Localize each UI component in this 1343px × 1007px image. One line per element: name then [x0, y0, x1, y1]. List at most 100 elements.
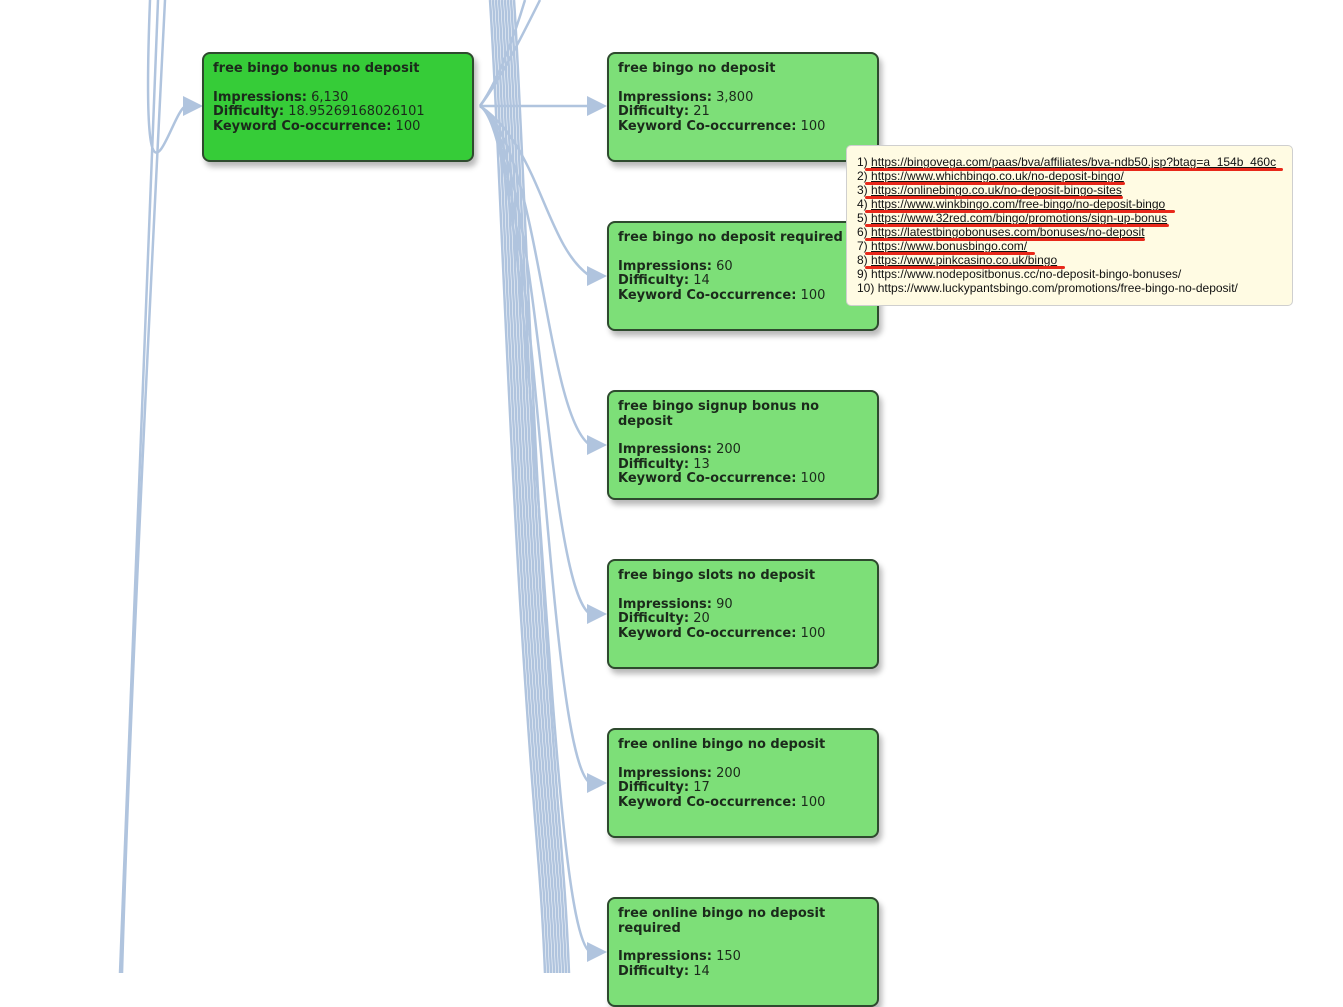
impressions-value: 200: [716, 442, 741, 457]
cooccurrence-value: 100: [800, 118, 826, 134]
difficulty-label: Difficulty:: [618, 273, 690, 288]
bundle-edge: [503, 0, 562, 973]
cooccurrence-value: 100: [395, 118, 421, 134]
url-link[interactable]: https://www.bonusbingo.com/: [871, 239, 1028, 253]
impressions-value: 90: [716, 596, 733, 612]
cooccurrence-row: Keyword Co-occurrence: 100: [618, 287, 868, 304]
difficulty-row: Difficulty: 21: [618, 104, 868, 120]
url-index: 10): [857, 281, 875, 295]
impressions-row: Impressions: 200: [618, 442, 868, 458]
tooltip-url-row: 5) https://www.32red.com/bingo/promotion…: [857, 211, 1282, 227]
tooltip-url-row: 6) https://latestbingobonuses.com/bonuse…: [857, 225, 1282, 241]
url-text[interactable]: https://www.nodepositbonus.cc/no-deposit…: [871, 267, 1182, 281]
cooccurrence-value: 100: [800, 471, 826, 486]
child-keyword-node[interactable]: free bingo no deposit Impressions: 3,800…: [607, 52, 879, 162]
child-keyword-node[interactable]: free bingo signup bonus no deposit Impre…: [607, 390, 879, 500]
edge-arrowhead: [587, 266, 607, 286]
impressions-label: Impressions:: [618, 442, 712, 457]
difficulty-value: 13: [693, 456, 710, 472]
cooccurrence-row: Keyword Co-occurrence: 100: [618, 625, 868, 642]
url-index: 9): [857, 267, 868, 281]
child-keyword-node[interactable]: free online bingo no deposit required Im…: [607, 897, 879, 1007]
url-link[interactable]: https://www.whichbingo.co.uk/no-deposit-…: [871, 169, 1124, 183]
url-link[interactable]: https://latestbingobonuses.com/bonuses/n…: [871, 225, 1145, 239]
cooccurrence-label: Keyword Co-occurrence:: [618, 794, 797, 810]
url-index: 4): [857, 197, 868, 211]
url-link[interactable]: https://onlinebingo.co.uk/no-deposit-bin…: [871, 183, 1122, 197]
root-to-child-edge: [479, 104, 591, 616]
root-incoming-edge: [146, 0, 187, 154]
impressions-label: Impressions:: [213, 89, 307, 105]
tooltip-url-row: 1) https://bingovega.com/paas/bva/affili…: [857, 155, 1283, 171]
child-keyword-node[interactable]: free online bingo no deposit Impressions…: [607, 728, 879, 838]
difficulty-label: Difficulty:: [618, 780, 690, 795]
node-title: free online bingo no deposit: [618, 737, 826, 752]
bundle-edge: [478, 0, 527, 107]
difficulty-label: Difficulty:: [618, 611, 690, 626]
edge-arrowhead: [183, 96, 203, 116]
edge-arrowhead: [587, 96, 607, 116]
impressions-value: 3,800: [716, 89, 754, 105]
impressions-label: Impressions:: [618, 596, 712, 612]
difficulty-label: Difficulty:: [618, 104, 690, 119]
incoming-edge: [118, 0, 160, 973]
tooltip-url-row: 10) https://www.luckypantsbingo.com/prom…: [857, 281, 1282, 295]
root-to-child-edge: [479, 104, 591, 278]
cooccurrence-label: Keyword Co-occurrence:: [618, 471, 797, 486]
url-text[interactable]: https://www.luckypantsbingo.com/promotio…: [877, 281, 1238, 295]
difficulty-value: 14: [693, 273, 710, 288]
url-index: 6): [857, 225, 868, 239]
url-link[interactable]: https://bingovega.com/paas/bva/affiliate…: [871, 155, 1277, 169]
url-index: 3): [857, 183, 868, 197]
cooccurrence-row: Keyword Co-occurrence: 100: [618, 471, 868, 487]
tooltip-url-row: 8) https://www.pinkcasino.co.uk/bingo: [857, 253, 1282, 269]
node-title: free bingo no deposit: [618, 61, 776, 76]
tooltip-url-row: 7) https://www.bonusbingo.com/: [857, 239, 1282, 255]
node-title: free online bingo no deposit required: [618, 906, 826, 936]
cooccurrence-value: 100: [800, 287, 826, 303]
impressions-value: 200: [716, 765, 741, 781]
node-title: free bingo signup bonus no deposit: [618, 399, 820, 429]
difficulty-value: 20: [693, 611, 710, 626]
cooccurrence-label: Keyword Co-occurrence:: [618, 287, 797, 303]
edge-arrowhead: [587, 942, 607, 962]
difficulty-value: 18.95269168026101: [288, 104, 425, 119]
difficulty-row: Difficulty: 18.95269168026101: [213, 104, 463, 120]
root-keyword-node[interactable]: free bingo bonus no deposit Impressions:…: [202, 52, 474, 162]
url-link[interactable]: https://www.32red.com/bingo/promotions/s…: [871, 211, 1168, 225]
difficulty-label: Difficulty:: [618, 963, 690, 979]
root-to-child-edge: [479, 104, 591, 954]
impressions-label: Impressions:: [618, 765, 712, 781]
edge-layer: [118, 0, 607, 973]
impressions-value: 60: [716, 258, 733, 274]
url-index: 7): [857, 239, 868, 253]
cooccurrence-row: Keyword Co-occurrence: 100: [213, 118, 463, 135]
url-link[interactable]: https://www.pinkcasino.co.uk/bingo: [871, 253, 1058, 267]
impressions-row: Impressions: 6,130: [213, 89, 463, 106]
cooccurrence-label: Keyword Co-occurrence:: [618, 625, 797, 641]
difficulty-label: Difficulty:: [618, 456, 690, 472]
impressions-row: Impressions: 3,800: [618, 89, 868, 106]
child-keyword-node[interactable]: free bingo slots no deposit Impressions:…: [607, 559, 879, 669]
url-index: 5): [857, 211, 868, 225]
root-to-child-edge: [479, 104, 591, 447]
cooccurrence-label: Keyword Co-occurrence:: [618, 118, 797, 134]
difficulty-row: Difficulty: 14: [618, 273, 868, 289]
url-link[interactable]: https://www.winkbingo.com/free-bingo/no-…: [871, 197, 1166, 211]
bundle-edge: [506, 0, 565, 973]
url-index: 2): [857, 169, 868, 183]
cooccurrence-row: Keyword Co-occurrence: 100: [618, 794, 868, 811]
cooccurrence-value: 100: [800, 794, 826, 810]
tooltip-url-row: 4) https://www.winkbingo.com/free-bingo/…: [857, 197, 1282, 213]
difficulty-row: Difficulty: 17: [618, 780, 868, 796]
difficulty-value: 21: [693, 104, 710, 119]
child-keyword-node[interactable]: free bingo no deposit required Impressio…: [607, 221, 879, 331]
cooccurrence-label: Keyword Co-occurrence:: [213, 118, 392, 134]
impressions-value: 6,130: [311, 89, 349, 105]
edge-arrowhead: [587, 773, 607, 793]
impressions-value: 150: [716, 949, 741, 964]
node-title: free bingo slots no deposit: [618, 568, 816, 583]
impressions-row: Impressions: 200: [618, 765, 868, 782]
url-index: 8): [857, 253, 868, 267]
root-to-child-edge: [479, 104, 591, 785]
